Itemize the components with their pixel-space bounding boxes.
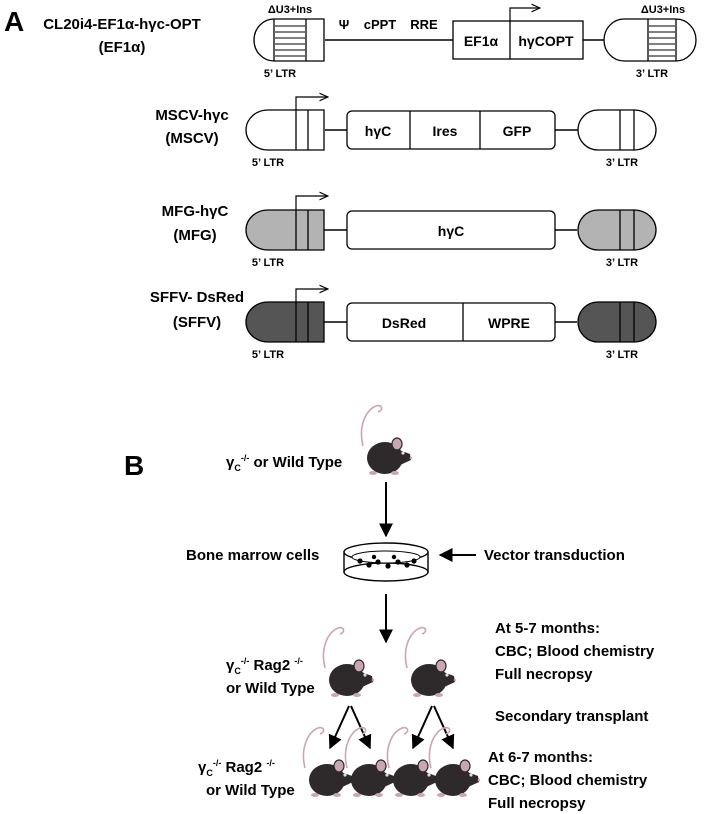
primary-recipient-label: γC-/- Rag2 -/- [226,656,303,676]
ltr-5 [245,109,325,151]
cassette-box [346,302,556,342]
arrow-split-1a [328,705,350,750]
ltr-3-label: 3’ LTR [636,68,668,80]
analysis-1-line-3: Full necropsy [495,666,593,683]
arrow-split-1b [350,705,372,750]
element-rre: RRE [410,17,438,32]
promoter-arrow [509,8,540,21]
panel-b-label: B [124,450,144,481]
construct-name: MFG-hγC [162,203,229,220]
construct-ef1a: CL20i4-EF1α-hγc-OPT (EF1α) ΔU3+Ins ΔU3+I… [43,4,697,80]
ltr-5 [245,301,325,343]
promoter-arrow [295,196,328,210]
segment-ires: Ires [433,123,458,139]
construct-name: SFFV- DsRed [150,289,244,306]
analysis-1-title: At 5-7 months: [495,620,600,637]
segment-gfp: GFP [503,123,532,139]
ltr-5 [253,18,325,62]
cassette-box [346,110,556,150]
segment-wpre: WPRE [488,315,530,331]
analysis-2-title: At 6-7 months: [488,749,593,766]
construct-name: CL20i4-EF1α-hγc-OPT [43,16,201,33]
promoter-arrow [295,97,328,110]
secondary-recipient-label: γC-/- Rag2 -/- [198,758,275,778]
ltr-3-label: 3’ LTR [606,349,638,361]
donor-mouse-icon [360,404,414,476]
construct-abbrev: (MFG) [173,227,216,244]
analysis-2-line-3: Full necropsy [488,795,586,812]
ltr-3 [577,109,657,151]
element-cppt: cPPT [364,17,397,32]
vector-transduction-label: Vector transduction [484,547,625,564]
ltr-3 [577,301,657,343]
analysis-2-line-2: CBC; Blood chemistry [488,772,648,789]
arrow-split-2a [411,705,433,750]
primary-mouse-2-icon [404,626,458,698]
bone-marrow-label: Bone marrow cells [186,547,319,564]
element-psi: Ψ [339,17,350,32]
construct-mscv: MSCV-hγc (MSCV) 5’ LTR hγC Ires GFP 3’ L… [155,97,657,169]
secondary-transplant-label: Secondary transplant [495,708,648,725]
analysis-1-line-2: CBC; Blood chemistry [495,643,655,660]
ltr-3 [577,209,657,251]
construct-name: MSCV-hγc [155,107,228,124]
construct-sffv: SFFV- DsRed (SFFV) 5’ LTR DsRed WPRE 3’ … [150,289,657,361]
ltr-3 [603,18,697,62]
secondary-recipient-label-2: or Wild Type [206,782,295,799]
ltr-5-label: 5’ LTR [252,257,284,269]
ltr-5-label: 5’ LTR [264,68,296,80]
ltr-5-label: 5’ LTR [252,349,284,361]
segment-ef1a: EF1α [464,33,499,49]
ltr-5 [245,209,325,251]
construct-abbrev: (MSCV) [165,130,218,147]
construct-abbrev: (EF1α) [99,39,146,56]
culture-dish-icon [343,542,429,582]
promoter-arrow [295,289,328,302]
ltr-3-label: 3’ LTR [606,257,638,269]
segment-hgc: hγC [438,223,464,239]
primary-recipient-label-2: or Wild Type [226,680,315,697]
ltr-5-modification: ΔU3+Ins [268,4,312,16]
ltr-3-label: 3’ LTR [606,157,638,169]
segment-hgc: hγC [365,123,391,139]
construct-mfg: MFG-hγC (MFG) 5’ LTR hγC 3’ LTR [162,196,657,269]
arrow-split-2b [433,705,455,750]
primary-mouse-1-icon [322,626,376,698]
cassette-box [346,210,556,250]
segment-hgcopt: hγCOPT [518,33,574,49]
donor-label: γC-/- or Wild Type [226,453,342,473]
ltr-3-modification: ΔU3+Ins [641,4,685,16]
construct-abbrev: (SFFV) [173,314,221,331]
cassette-box [452,20,584,60]
secondary-mouse-4-icon [428,726,482,798]
segment-dsred: DsRed [382,315,426,331]
panel-a-label: A [4,6,24,37]
ltr-5-label: 5’ LTR [252,157,284,169]
